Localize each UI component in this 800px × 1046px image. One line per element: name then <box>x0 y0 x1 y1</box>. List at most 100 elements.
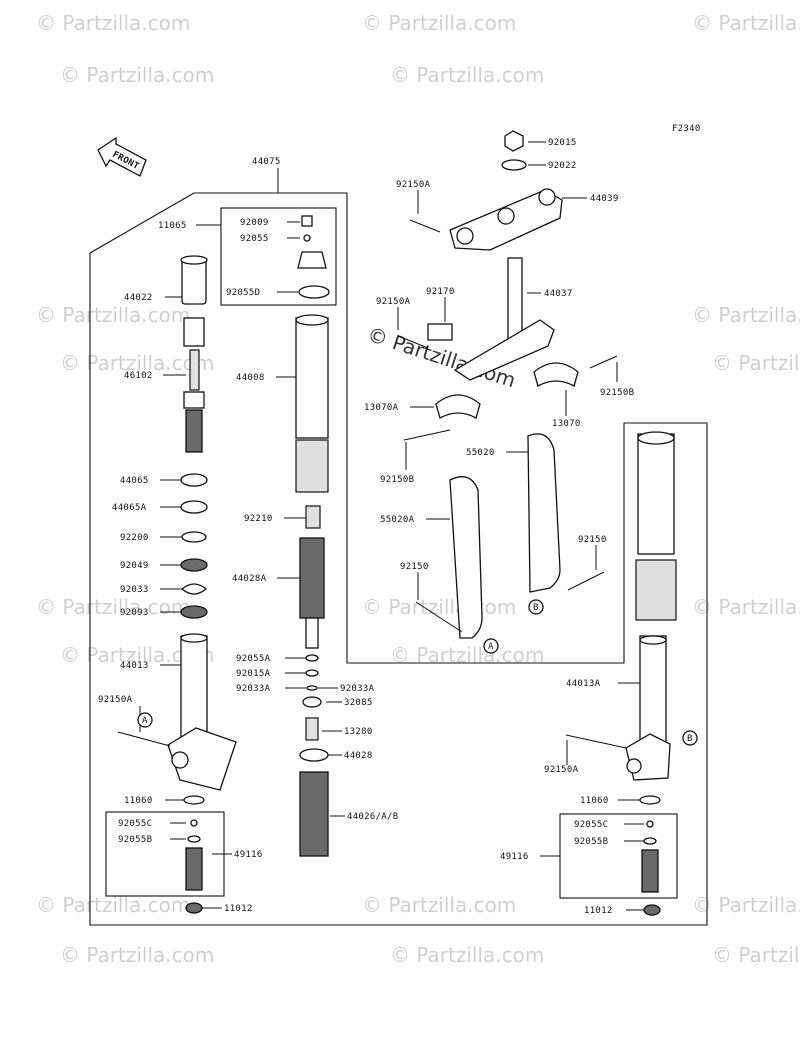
oring-92055A <box>305 654 319 662</box>
leader-lines-right <box>397 141 646 911</box>
label-44039: 44039 <box>590 194 619 204</box>
nut-92015A <box>305 669 319 677</box>
damper-body <box>185 409 203 453</box>
label-44065: 44065 <box>120 476 149 486</box>
label-44026: 44026/A/B <box>347 812 398 822</box>
label-92093: 92093 <box>120 608 149 618</box>
label-55020: 55020 <box>466 448 495 458</box>
fork-guards <box>415 433 605 639</box>
label-44065A: 44065A <box>112 503 147 513</box>
label-92033A-left: 92033A <box>236 684 271 694</box>
watermark-text: © Partzilla.com <box>692 893 800 917</box>
label-13070: 13070 <box>552 419 581 429</box>
holder-13070A <box>435 394 481 419</box>
axle-hole-left <box>171 751 189 769</box>
label-55020A: 55020A <box>380 515 415 525</box>
bolt-92150A-left <box>117 731 171 747</box>
bushing-44065 <box>180 473 208 487</box>
label-92055A: 92055A <box>236 654 271 664</box>
label-13280: 13280 <box>344 727 373 737</box>
oring-92055 <box>303 234 311 242</box>
callout-a-left <box>137 712 153 728</box>
bolt-92150B-right <box>589 355 618 369</box>
label-92033: 92033 <box>120 585 149 595</box>
axle-bracket-left <box>167 727 237 791</box>
oring-92055C-right <box>646 820 654 828</box>
axle-hole-right <box>626 758 642 774</box>
outer-tube-left-top <box>180 633 208 643</box>
label-92150-left: 92150 <box>400 562 429 572</box>
inner-tube-bottom <box>295 439 329 493</box>
label-92022: 92022 <box>548 161 577 171</box>
damper-bolt-49116-right <box>641 849 659 893</box>
fork-cap-bolt <box>297 251 327 269</box>
label-11060-right: 11060 <box>580 796 609 806</box>
callout-a-right <box>483 638 499 654</box>
damper-bolt-49116-left <box>185 847 203 891</box>
label-92210: 92210 <box>244 514 273 524</box>
label-44008: 44008 <box>236 373 265 383</box>
seat-44028 <box>299 748 329 762</box>
inner-tube-top <box>295 314 329 326</box>
label-92150A-right: 92150A <box>544 765 579 775</box>
watermark-text: © Partzilla.com <box>390 943 544 967</box>
label-44028A: 44028A <box>232 574 267 584</box>
watermark-text: © Partzilla.com <box>36 11 190 35</box>
watermark-text: © Partzilla.com <box>362 893 516 917</box>
watermark-text: © Partzilla.com <box>36 303 190 327</box>
damper-valve <box>183 391 205 409</box>
callout-b-guard <box>528 599 544 615</box>
label-92150B-mid: 92150B <box>380 475 414 485</box>
label-92055: 92055 <box>240 234 269 244</box>
label-44028: 44028 <box>344 751 373 761</box>
label-92009: 92009 <box>240 218 269 228</box>
label-92150-right: 92150 <box>578 535 607 545</box>
watermark-text: © Partzilla.com <box>60 943 214 967</box>
front-arrow-icon: FRONT <box>97 136 147 177</box>
watermark-text: © Partzilla.com <box>692 595 800 619</box>
inner-tube <box>295 317 329 439</box>
spacer-92210 <box>305 505 321 529</box>
bracket-92170 <box>427 323 453 341</box>
spring-44026 <box>299 771 329 857</box>
figure-code: F2340 <box>672 124 701 134</box>
label-44022: 44022 <box>124 293 153 303</box>
label-92150B-right: 92150B <box>600 388 634 398</box>
callout-a-right-label: A <box>488 642 494 652</box>
callout-b-fork-label: B <box>687 734 693 744</box>
label-11060-left: 11060 <box>124 796 153 806</box>
callout-b-fork <box>682 730 698 746</box>
bolt-92150A-right <box>565 734 627 749</box>
watermark-text: © Partzilla.com <box>712 943 800 967</box>
dust-seal-92093 <box>180 605 208 619</box>
leader-lines <box>139 221 345 909</box>
right-fork-parts <box>565 431 677 916</box>
inner-tube-right <box>637 433 675 555</box>
label-32085: 32085 <box>344 698 373 708</box>
bolt-92009 <box>301 215 313 227</box>
cylinder-44028A <box>299 537 325 619</box>
label-92049: 92049 <box>120 561 149 571</box>
label-92015A: 92015A <box>236 669 271 679</box>
label-92200: 92200 <box>120 533 149 543</box>
label-46102: 46102 <box>124 371 153 381</box>
label-92170: 92170 <box>426 287 455 297</box>
circlip-92033 <box>181 583 208 595</box>
label-92150A-top: 92150A <box>396 180 431 190</box>
circlip-92033A <box>306 685 318 691</box>
watermark-text: © Partzilla.com <box>60 351 214 375</box>
clamp-hole <box>497 207 515 225</box>
watermark-text: © Partzilla.com <box>60 63 214 87</box>
watermark-text: © Partzilla.com <box>36 595 190 619</box>
callouts: A A B B <box>137 599 698 746</box>
label-11012-right: 11012 <box>584 906 613 916</box>
clamp-hole <box>456 227 474 245</box>
inner-tube-right-top <box>637 431 675 445</box>
clamp-hole <box>538 188 556 206</box>
nut-92015 <box>504 130 524 152</box>
washer-92200 <box>181 531 207 543</box>
washer-11060-left <box>183 795 205 805</box>
inner-tube-right-bottom <box>635 559 677 621</box>
oring-92055B-right <box>643 837 657 845</box>
